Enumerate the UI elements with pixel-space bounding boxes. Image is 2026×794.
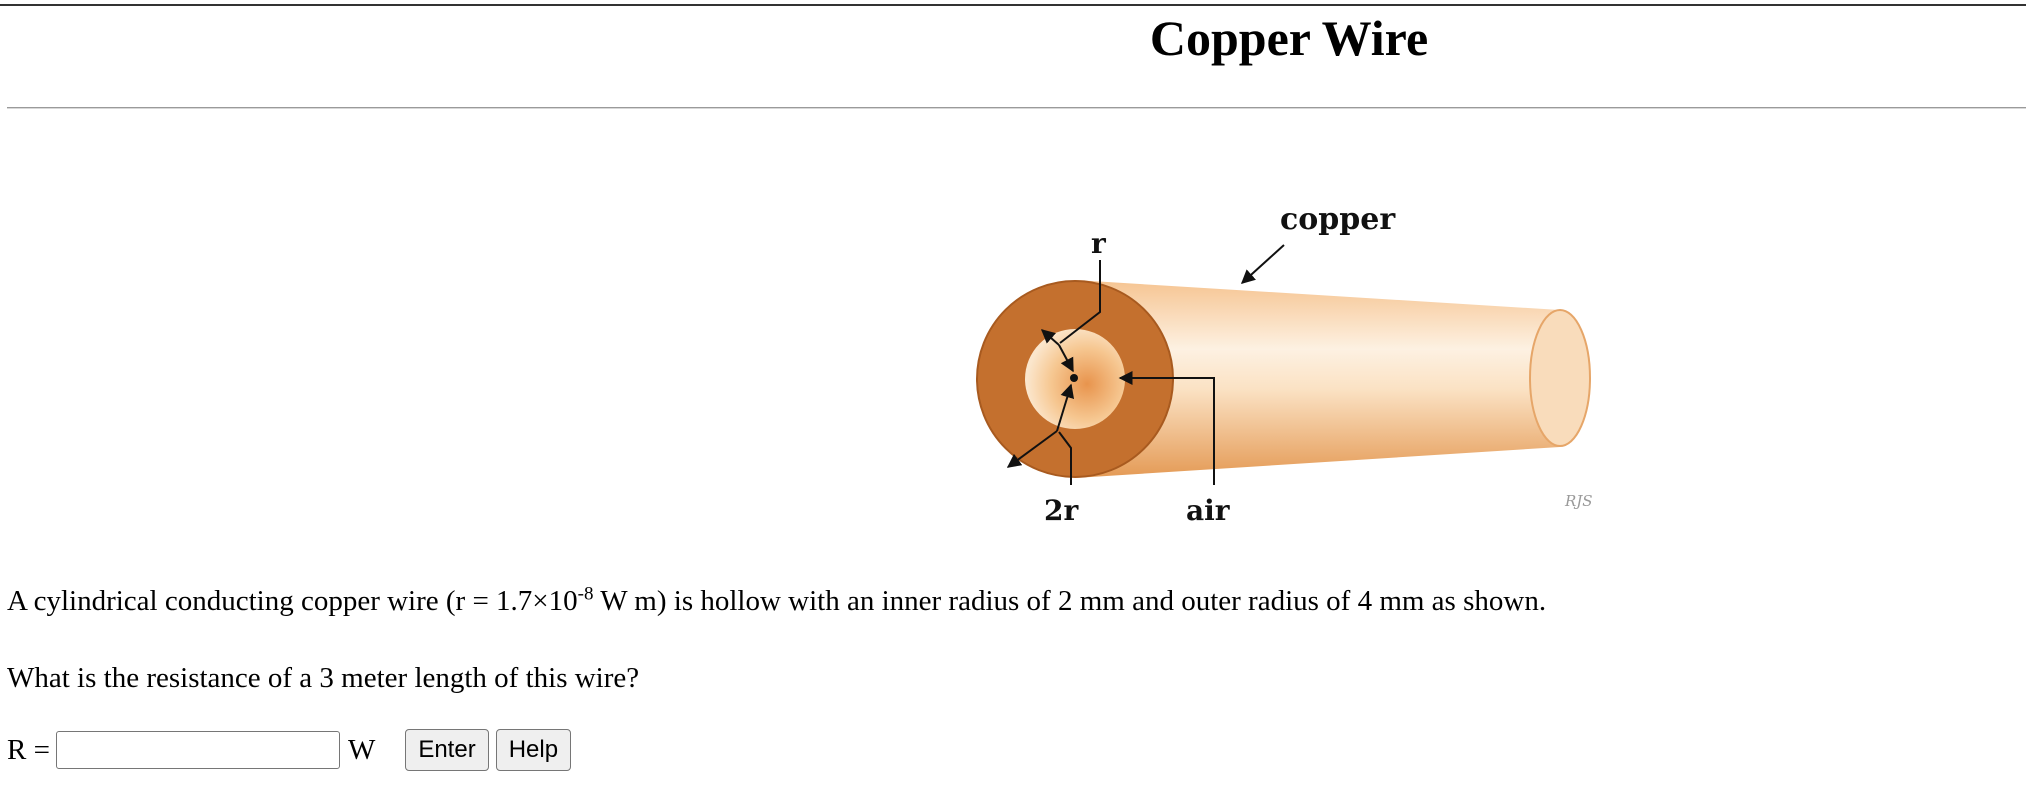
question-text: What is the resistance of a 3 meter leng… <box>7 662 640 694</box>
enter-button[interactable]: Enter <box>405 729 489 771</box>
air-indicator <box>1118 371 1215 485</box>
problem-text-after: W m) is hollow with an inner radius of 2… <box>593 585 1547 617</box>
problem-exponent: -8 <box>577 583 594 605</box>
center-dot <box>1070 374 1078 382</box>
2r-label: 2r <box>1044 494 1079 527</box>
radius-2r-indicator <box>1006 383 1075 485</box>
copper-wire-figure: copper r 2r air RJS <box>940 185 1640 555</box>
air-label: air <box>1186 494 1231 527</box>
help-button[interactable]: Help <box>495 729 572 771</box>
title-divider <box>7 107 2026 109</box>
copper-label: copper <box>1280 202 1396 237</box>
top-divider <box>0 4 2026 6</box>
wire-cylinder <box>976 280 1591 478</box>
r-label: r <box>1091 227 1107 260</box>
answer-label: R = <box>7 733 50 766</box>
answer-unit: W <box>347 733 376 766</box>
copper-indicator <box>1240 244 1285 284</box>
problem-statement: A cylindrical conducting copper wire (r … <box>7 581 1546 621</box>
answer-input[interactable] <box>55 731 340 769</box>
page-title: Copper Wire <box>1149 10 1429 66</box>
answer-row: R = W Enter Help <box>7 728 578 772</box>
radius-r-indicator <box>1040 260 1101 373</box>
artist-signature: RJS <box>1564 492 1593 510</box>
problem-text-before: A cylindrical conducting copper wire (r … <box>7 585 578 617</box>
